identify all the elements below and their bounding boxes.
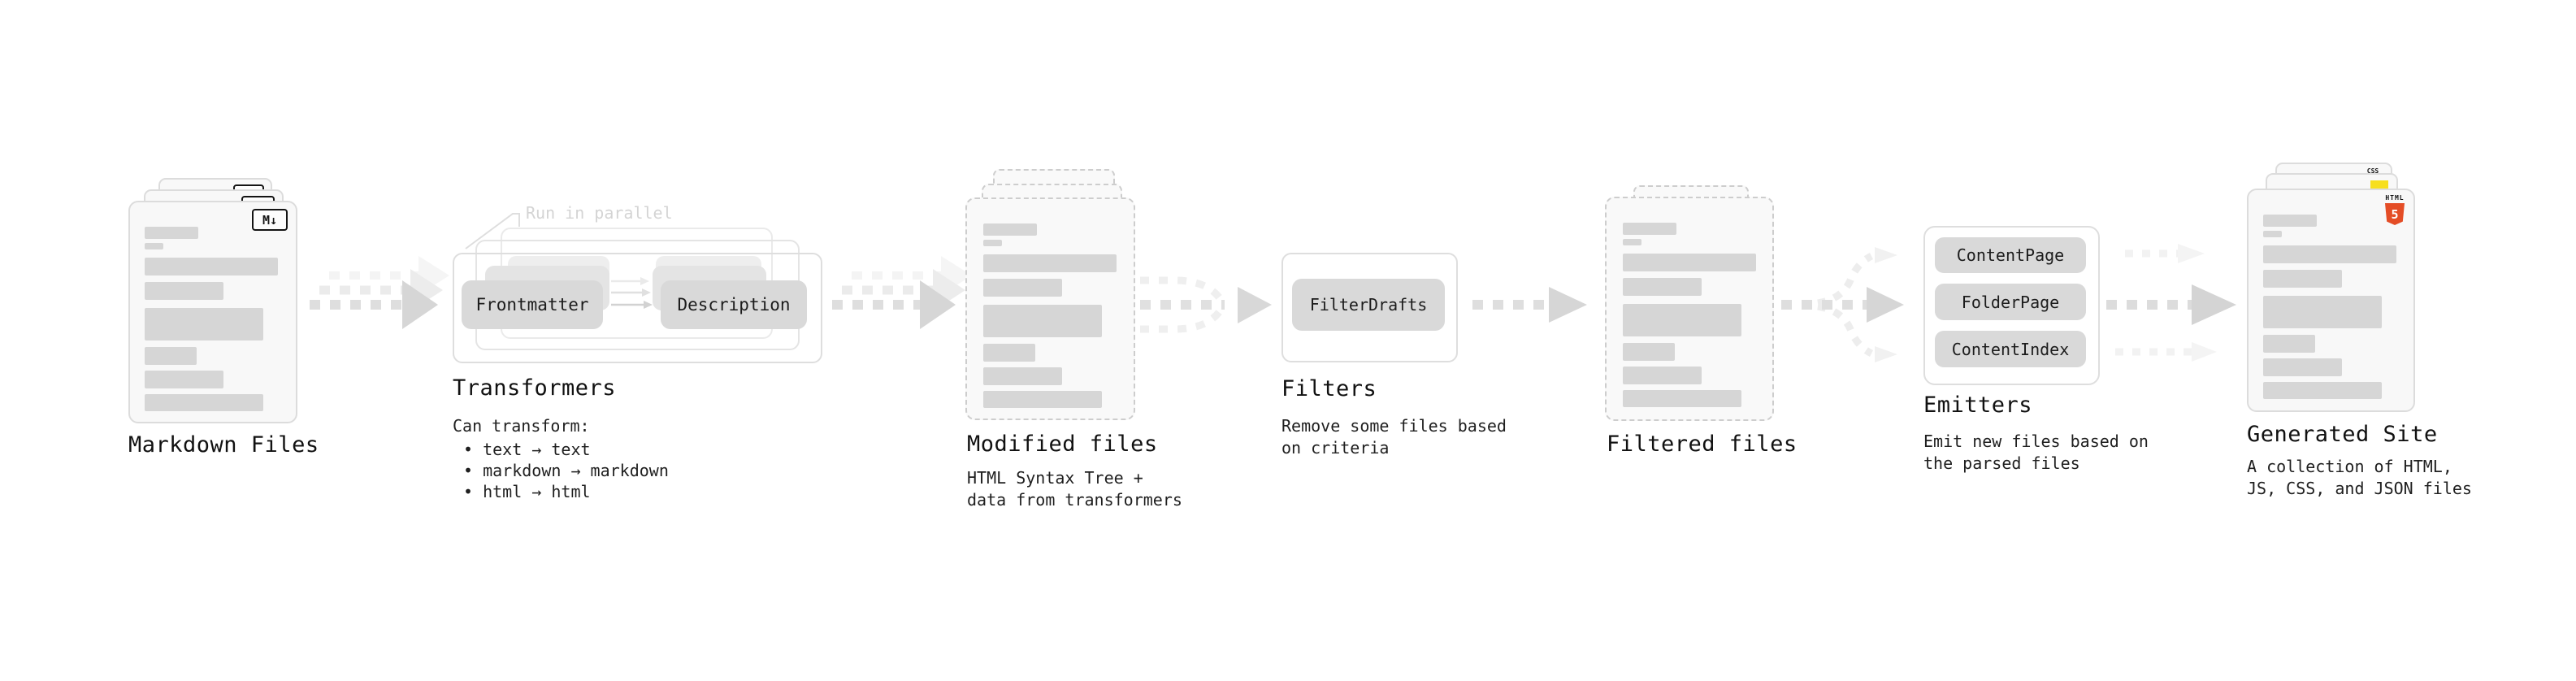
modified-files-title: Modified files: [967, 432, 1158, 457]
filters-title: Filters: [1281, 376, 1377, 401]
file-content-skeleton: [130, 202, 296, 422]
parallel-arrows-icon: [2106, 244, 2236, 362]
frontmatter-box: Frontmatter: [462, 280, 603, 329]
generated-site-desc-1: A collection of HTML,: [2247, 457, 2452, 476]
generated-site-desc-2: JS, CSS, and JSON files: [2247, 479, 2472, 498]
filters-desc-1: Remove some files based: [1281, 416, 1507, 436]
markdown-file-card-front: M↓: [128, 201, 297, 423]
transformers-title: Transformers: [453, 375, 617, 401]
filtered-files-title: Filtered files: [1607, 432, 1798, 457]
generated-file-card-front: HTML 5: [2247, 189, 2415, 412]
file-content-skeleton: [2249, 190, 2413, 410]
merge-arrow-icon: [1140, 276, 1272, 333]
transformers-bullet-1: • text → text: [463, 440, 591, 459]
markdown-icon: M↓: [252, 209, 288, 231]
transformers-frame-front: [453, 253, 822, 363]
folderpage-box: FolderPage: [1935, 284, 2086, 320]
modified-file-card-front: [965, 197, 1135, 420]
transformers-bullet-3: • html → html: [463, 482, 591, 501]
contentpage-box: ContentPage: [1935, 237, 2086, 273]
emitters-title: Emitters: [1923, 393, 2033, 418]
generated-site-title: Generated Site: [2247, 422, 2438, 447]
flow-arrow-stacked-icon: [832, 256, 972, 329]
contentindex-box: ContentIndex: [1935, 331, 2086, 367]
branch-arrow-icon: [1781, 247, 1904, 362]
flow-arrow-icon: [1472, 287, 1587, 323]
filtered-file-card-front: [1605, 197, 1774, 421]
html5-shield: 5: [2385, 203, 2405, 225]
transform-step-arrows-icon: [611, 277, 653, 309]
flow-arrow-stacked-icon: [310, 256, 449, 329]
transformers-bullet-2: • markdown → markdown: [463, 461, 669, 480]
run-in-parallel-label: Run in parallel: [526, 203, 673, 223]
filterdrafts-box: FilterDrafts: [1292, 279, 1445, 331]
emitters-desc-1: Emit new files based on: [1923, 432, 2149, 451]
filters-desc-2: on criteria: [1281, 438, 1390, 458]
emitters-desc-2: the parsed files: [1923, 453, 2080, 473]
modified-files-desc-1: HTML Syntax Tree +: [967, 468, 1143, 488]
description-box: Description: [661, 280, 807, 329]
transformers-desc-heading: Can transform:: [453, 416, 590, 436]
file-content-skeleton: [1608, 198, 1772, 419]
html5-icon: HTML 5: [2383, 194, 2406, 225]
annotation-leader-line: [465, 213, 520, 249]
file-content-skeleton: [969, 199, 1134, 419]
modified-files-desc-2: data from transformers: [967, 490, 1182, 510]
markdown-files-title: Markdown Files: [128, 432, 319, 458]
